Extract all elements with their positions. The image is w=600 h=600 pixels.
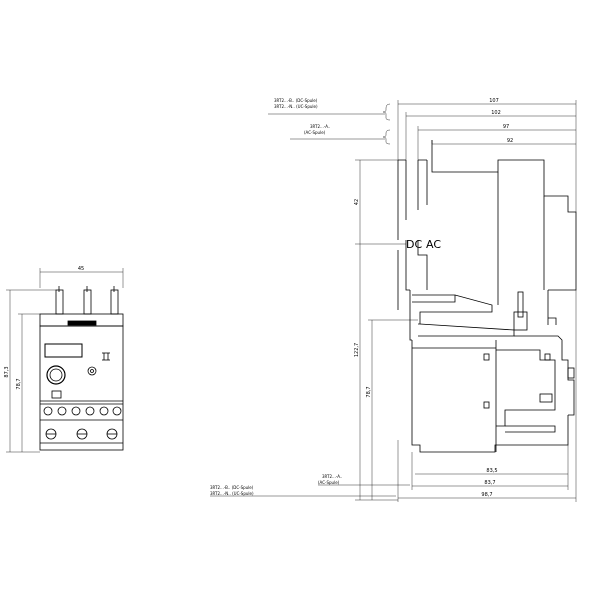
note-bottom-ac-2: (AC-Spule) bbox=[318, 480, 340, 485]
top-dim-4: 92 bbox=[507, 138, 513, 144]
top-dim-3: 97 bbox=[503, 124, 509, 130]
bottom-dim-1: 83,5 bbox=[486, 468, 497, 474]
note-bottom-dc-2: 3RT2...-N.. (UC-Spule) bbox=[210, 491, 254, 496]
ac-label: AC bbox=[426, 238, 441, 251]
note-top-dc-1: 3RT2...-B.. (DC-Spule) bbox=[274, 98, 318, 103]
left-dim-lower: 78,7 bbox=[366, 386, 372, 397]
note-top-ac-2: (AC-Spule) bbox=[304, 130, 326, 135]
note-top-ac-1: 3RT2...-A.. bbox=[310, 124, 330, 129]
front-view bbox=[39, 286, 124, 451]
bottom-dim-2: 83,7 bbox=[484, 480, 495, 486]
left-dim-upper: 42 bbox=[354, 199, 360, 205]
left-dim-overall: 122,7 bbox=[354, 343, 360, 357]
front-height-inner-label: 78,7 bbox=[16, 378, 22, 389]
side-view bbox=[397, 140, 577, 453]
bottom-dim-3: 98,7 bbox=[481, 492, 492, 498]
top-dim-1: 107 bbox=[489, 98, 499, 104]
side-view-dimensions bbox=[210, 100, 577, 502]
top-dim-2: 102 bbox=[491, 110, 501, 116]
front-view-dimensions bbox=[6, 268, 124, 453]
note-top-dc-2: 3RT2...-N.. (UC-Spule) bbox=[274, 104, 318, 109]
note-bottom-ac-1: 3RT2...-A.. bbox=[322, 474, 342, 479]
front-height-outer-label: 87,3 bbox=[4, 366, 10, 377]
note-bottom-dc-1: 3RT2...-B.. (DC-Spule) bbox=[210, 485, 254, 490]
front-width-label: 45 bbox=[78, 266, 84, 272]
dc-label: DC bbox=[406, 238, 422, 251]
